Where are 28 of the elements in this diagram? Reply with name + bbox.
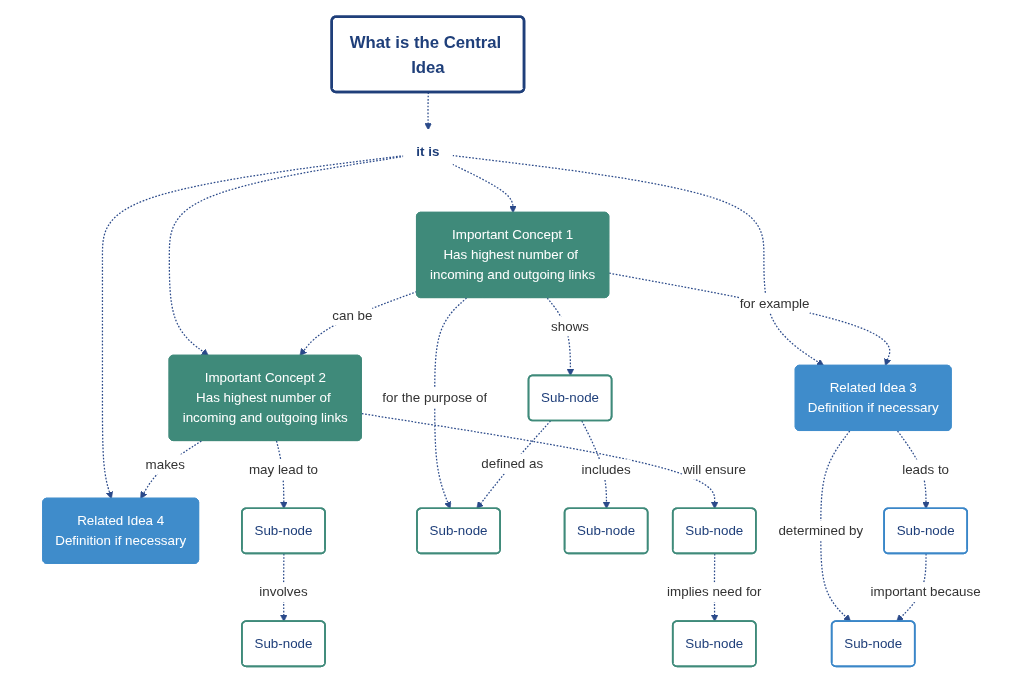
edge-label: determined by <box>778 523 864 538</box>
node-text: it is <box>416 144 440 159</box>
edge-label: includes <box>581 461 631 477</box>
edge-label: for example <box>739 296 810 311</box>
edge-label: will ensure <box>683 461 747 477</box>
edge-label: implies need for <box>667 584 762 599</box>
arrow <box>711 553 719 622</box>
arrow <box>452 163 517 214</box>
edge-label: for the purpose of <box>382 390 488 405</box>
edge-label: important because <box>870 584 981 599</box>
edge-label: may lead to <box>249 461 319 477</box>
arrow <box>896 553 927 622</box>
edge-label: shows <box>551 318 590 334</box>
arrow <box>140 440 203 499</box>
arrow <box>897 430 930 510</box>
arrow <box>452 154 825 367</box>
edge-label: leads to <box>902 461 950 477</box>
arrow <box>820 430 852 622</box>
arrow <box>476 420 552 510</box>
edge-label: can be <box>332 307 373 323</box>
arrow <box>434 297 468 510</box>
edge-label: defined as <box>481 456 544 471</box>
edge-label: involves <box>259 584 308 599</box>
arrow <box>361 413 719 510</box>
arrow <box>280 553 288 622</box>
edge-label: makes <box>145 456 186 472</box>
arrow <box>547 297 575 377</box>
arrow <box>581 420 611 510</box>
